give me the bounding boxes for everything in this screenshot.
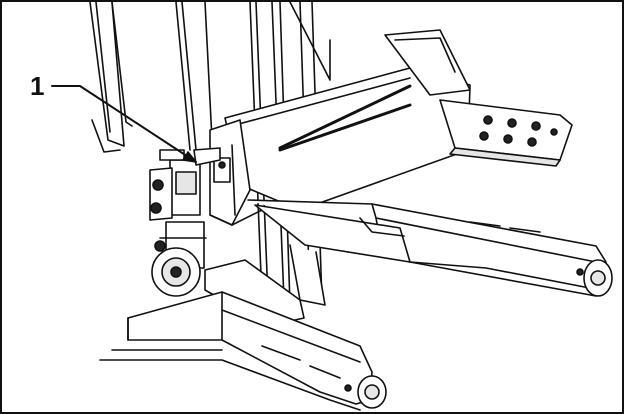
left-leg [99,259,387,411]
pump-wheel [151,221,207,297]
upper-carriage [224,29,471,211]
rear-mast [89,1,133,153]
adjustment-screw [149,147,231,221]
callout-leader [51,85,197,163]
mount-bracket [439,99,573,167]
inner-channel [254,204,411,306]
callout-label-1: 1 [30,71,44,101]
